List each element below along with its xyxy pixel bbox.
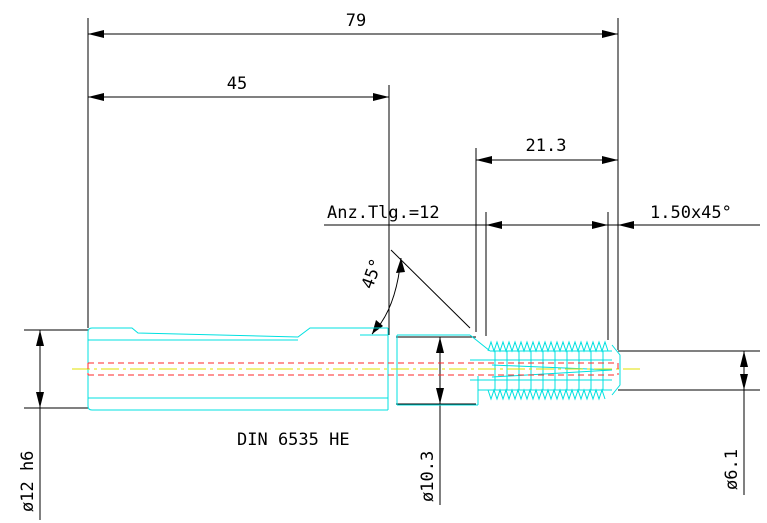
label-chamfer: 1.50x45° (650, 203, 732, 223)
dimension-total-length (88, 30, 618, 38)
label-shank-length: 45 (227, 74, 247, 94)
extension-lines (24, 18, 760, 409)
label-flute-count: Anz.Tlg.=12 (327, 203, 440, 223)
dimension-core-diameter (740, 351, 748, 495)
dimension-thread-length (476, 156, 618, 164)
dimension-shank-length (88, 93, 389, 101)
label-neck-diameter: ø10.3 (418, 451, 438, 502)
dimension-shank-diameter (36, 330, 44, 520)
label-core-diameter: ø6.1 (722, 449, 742, 490)
label-thread-length: 21.3 (526, 136, 567, 156)
label-standard: DIN 6535 HE (237, 430, 350, 450)
dimension-neck-diameter (436, 337, 444, 505)
label-total-length: 79 (346, 11, 366, 31)
dimension-flute-line (324, 221, 760, 229)
dimension-angle (371, 257, 405, 335)
coolant-bore-hidden (87, 362, 619, 376)
label-shank-diameter: ø12 h6 (18, 451, 38, 512)
label-angle: 45° (358, 256, 387, 292)
